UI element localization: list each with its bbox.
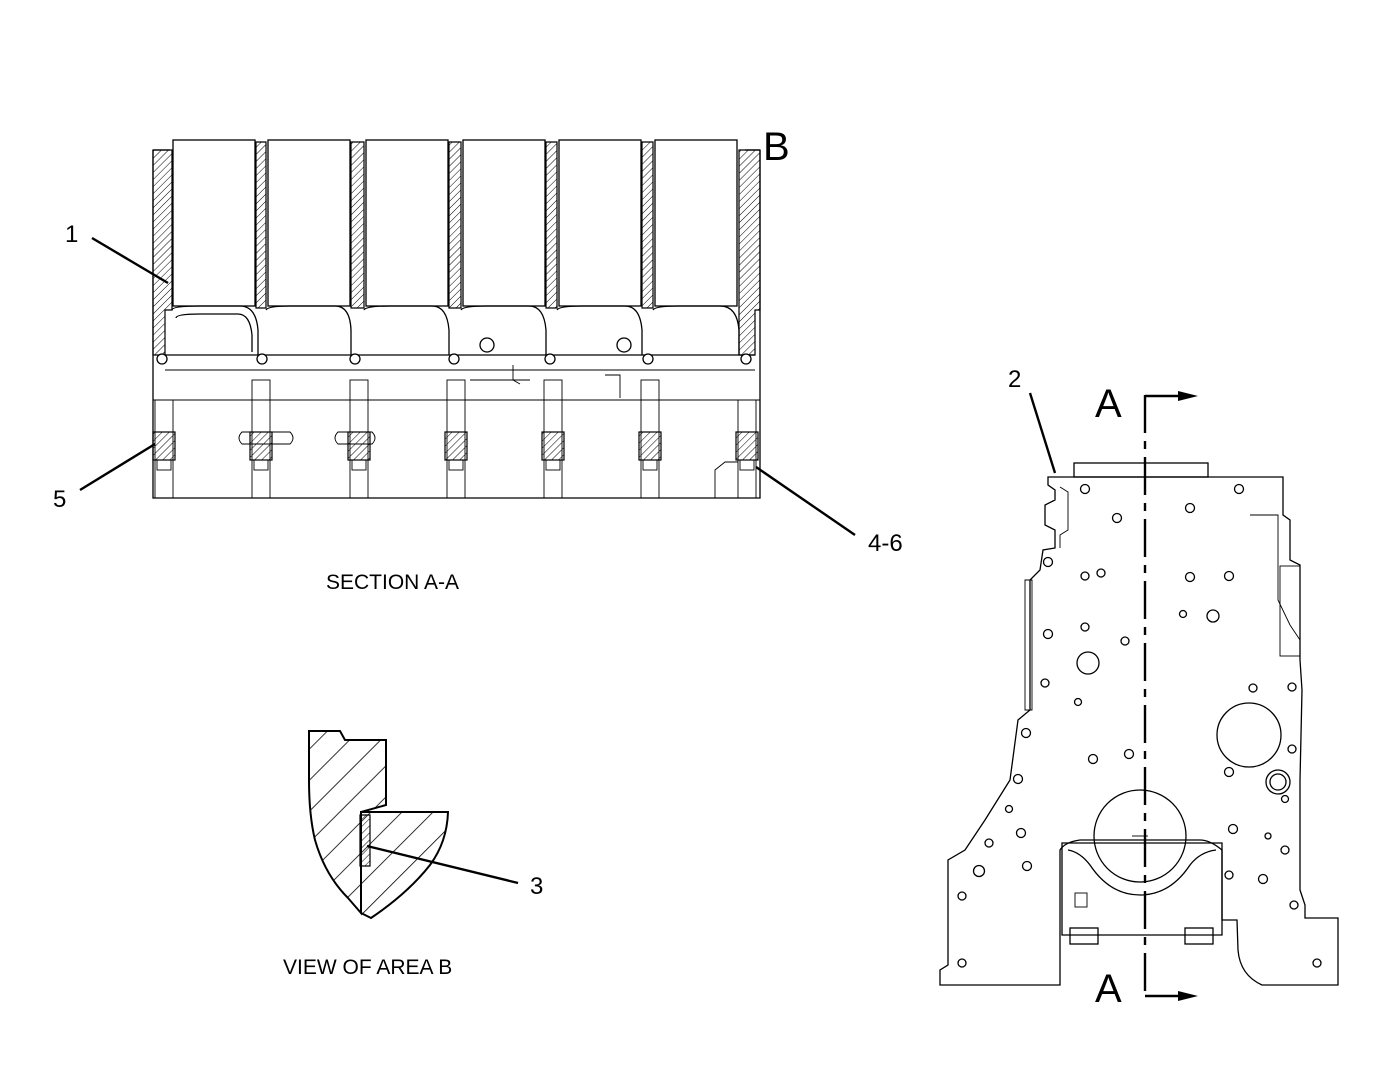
callout-1: 1 bbox=[65, 221, 78, 248]
area-b-marker: B bbox=[763, 125, 790, 169]
section-a-top-letter: A bbox=[1095, 382, 1122, 426]
bolt-holes bbox=[957, 483, 1322, 968]
main-bearing-caps bbox=[152, 431, 759, 461]
callout-5: 5 bbox=[53, 486, 66, 513]
callout-3: 3 bbox=[530, 873, 543, 900]
section-a-a-caption: SECTION A-A bbox=[326, 571, 459, 594]
section-a-a-view: B 1 5 4-6 SECTION A-A bbox=[53, 125, 903, 594]
bulkhead-columns bbox=[154, 379, 757, 499]
crankcase-bulkheads bbox=[153, 305, 760, 401]
cylinder-walls-hatched bbox=[152, 141, 761, 356]
view-area-b-caption: VIEW OF AREA B bbox=[283, 956, 452, 979]
engine-block-end-view: A A 2 bbox=[939, 366, 1339, 1011]
section-a-bottom-letter: A bbox=[1095, 967, 1122, 1011]
callout-4-6: 4-6 bbox=[868, 530, 903, 557]
callout-2: 2 bbox=[1008, 366, 1021, 393]
area-b-detail-view: 3 VIEW OF AREA B bbox=[283, 730, 543, 979]
